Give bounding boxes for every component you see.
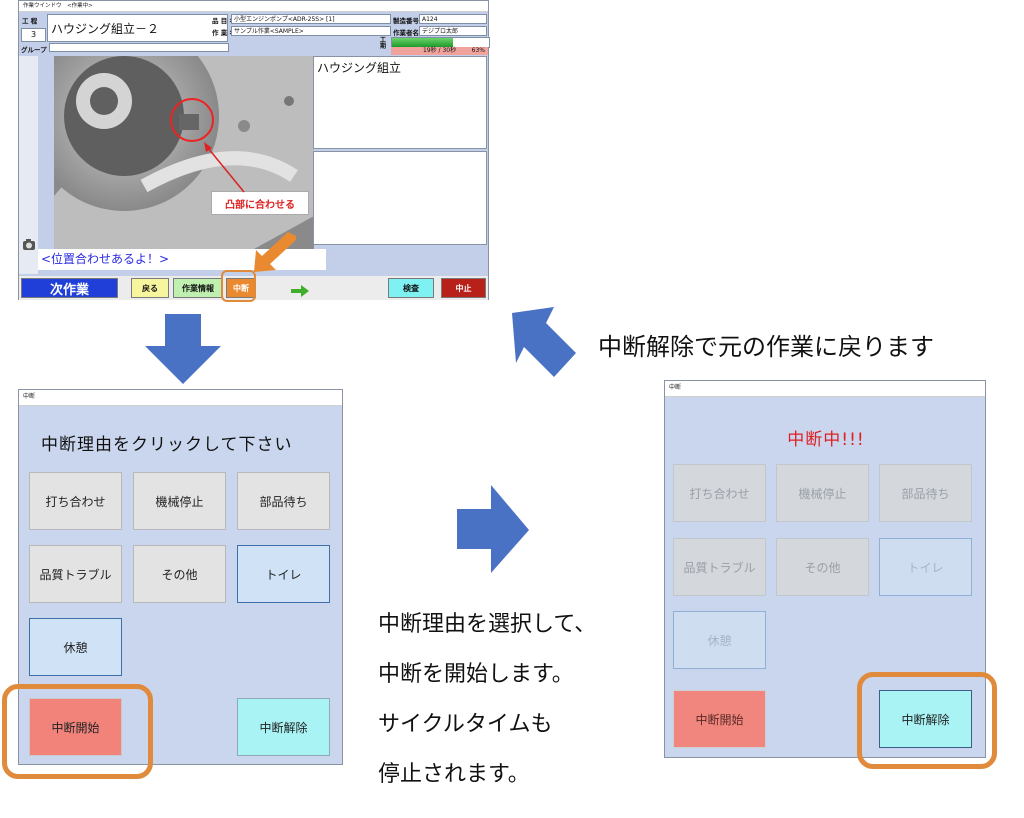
down-arrow-icon (145, 314, 221, 384)
work-photo: 凸部に合わせる (54, 56, 314, 249)
reason-machine-stop-button: 機械停止 (776, 464, 869, 522)
reason-break-button[interactable]: 休憩 (29, 618, 122, 676)
time-readout: 19秒 / 30秒 63% (391, 47, 488, 55)
work-window: 作業ウインドウ <作業中> 工 程 3 グループ ハウジング組立－２ 品 目 名… (18, 0, 490, 300)
pause-release-button[interactable]: 中断解除 (879, 690, 972, 748)
reason-quality-trouble-button[interactable]: 品質トラブル (29, 545, 122, 603)
start-highlight (2, 684, 153, 779)
serial-value: A124 (419, 14, 487, 24)
pause-release-button[interactable]: 中断解除 (237, 698, 330, 756)
pointer-arrow-icon (254, 232, 296, 272)
back-button[interactable]: 戻る (131, 278, 169, 298)
instruction-panel-2 (313, 151, 487, 245)
resume-caption: 中断解除で元の作業に戻ります (598, 333, 934, 361)
callout-arrow-icon (204, 142, 245, 193)
housing-photo-image (54, 56, 314, 249)
reason-other-button[interactable]: その他 (133, 545, 226, 603)
callout-label: 凸部に合わせる (211, 191, 309, 215)
arrow-right-icon (291, 282, 309, 297)
product-label: 品 目 名 (212, 17, 237, 25)
reason-other-button: その他 (776, 538, 869, 596)
work-title: ハウジング組立－２ (47, 14, 228, 42)
reason-meeting-button: 打ち合わせ (673, 464, 766, 522)
reason-toilet-button: トイレ (879, 538, 972, 596)
pause-highlight (221, 270, 256, 302)
highlight-circle (170, 98, 214, 142)
caption-line-3: サイクルタイムも (378, 712, 553, 737)
work-name-value: サンプル作業<SAMPLE> (231, 26, 391, 36)
process-label: 工 程 (22, 17, 38, 25)
reason-break-button: 休憩 (673, 611, 766, 669)
next-work-button[interactable]: 次作業 (21, 278, 118, 298)
stop-button[interactable]: 中止 (441, 278, 486, 298)
work-window-titlebar: 作業ウインドウ <作業中> (19, 1, 488, 12)
reason-quality-trouble-button: 品質トラブル (673, 538, 766, 596)
reason-meeting-button[interactable]: 打ち合わせ (29, 472, 122, 530)
release-highlight (857, 672, 997, 769)
caption-line-1: 中断理由を選択して、 (378, 612, 597, 637)
caption-line-2: 中断を開始します。 (378, 662, 574, 687)
camera-icon[interactable] (22, 237, 36, 251)
work-info-button[interactable]: 作業情報 (173, 278, 223, 298)
worker-value: デジプロ太郎 (419, 26, 487, 36)
dialog-left-titlebar: 中断 (19, 390, 342, 406)
inspect-button[interactable]: 検査 (388, 278, 434, 298)
dialog-left-heading: 中断理由をクリックして下さい (41, 435, 293, 455)
pause-dialog-left: 中断 中断理由をクリックして下さい 打ち合わせ 機械停止 部品待ち 品質トラブル… (18, 389, 343, 765)
product-value: 小型エンジンポンプ<ADR-25S> [1] (231, 14, 391, 24)
caption-line-4: 停止されます。 (378, 762, 530, 787)
dialog-right-titlebar: 中断 (665, 381, 985, 397)
worker-label: 作業者名 (393, 29, 419, 37)
group-label: グループ (21, 46, 47, 54)
process-number: 3 (21, 28, 46, 42)
time-progress-fill (392, 38, 454, 47)
up-left-arrow-icon (512, 307, 576, 377)
instruction-panel: ハウジング組立 (313, 56, 487, 149)
group-field (49, 43, 229, 52)
message-bar: <位置合わせあるよ！> (38, 249, 326, 270)
time-value: 19秒 / 30秒 (423, 47, 457, 54)
reason-parts-wait-button: 部品待ち (879, 464, 972, 522)
reason-toilet-button[interactable]: トイレ (237, 545, 330, 603)
pause-dialog-right: 中断 中断中!!! 打ち合わせ 機械停止 部品待ち 品質トラブル その他 トイレ… (664, 380, 986, 758)
time-label: 工期 (380, 37, 387, 50)
reason-parts-wait-button[interactable]: 部品待ち (237, 472, 330, 530)
pause-start-button[interactable]: 中断開始 (29, 698, 122, 756)
right-arrow-icon (457, 485, 529, 573)
serial-label: 製造番号 (393, 17, 419, 25)
paused-heading: 中断中!!! (787, 430, 865, 450)
work-name-label: 作 業 名 (212, 29, 237, 37)
reason-machine-stop-button[interactable]: 機械停止 (133, 472, 226, 530)
time-percent: 63% (471, 47, 485, 54)
left-strip (19, 56, 38, 274)
pause-start-button: 中断開始 (673, 690, 766, 748)
